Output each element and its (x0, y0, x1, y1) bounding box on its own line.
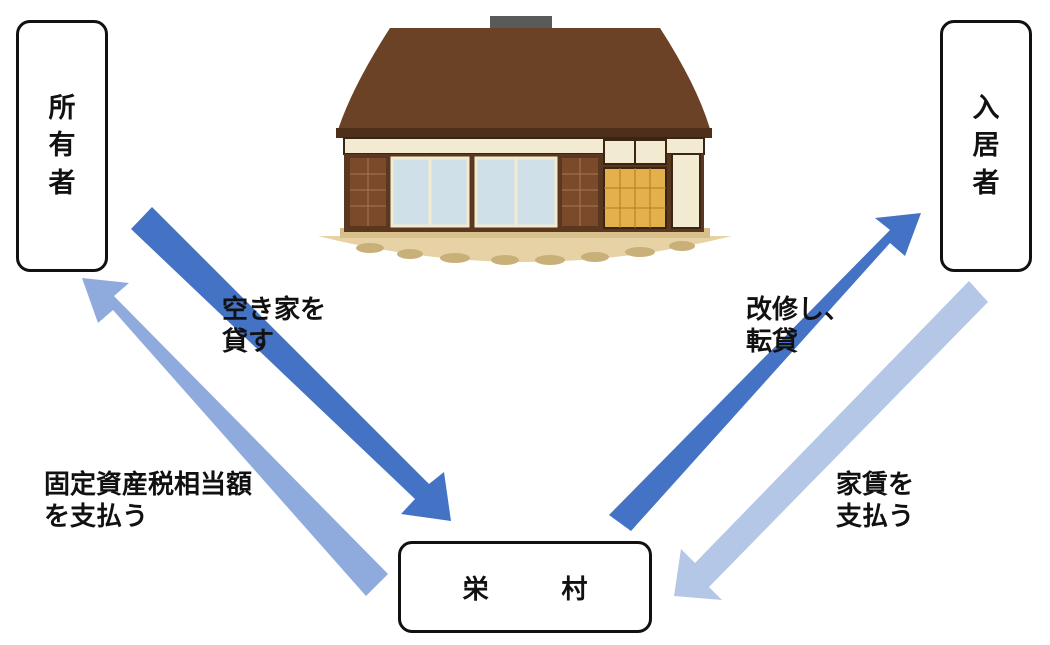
owner-label: 所 有 者 (48, 93, 76, 199)
label-pay-rent: 家賃を 支払う (836, 470, 915, 532)
arrow-village-to-owner (82, 278, 388, 596)
arrow-owner-to-village (131, 207, 451, 521)
arrow-village-to-resident (609, 213, 921, 531)
village-box: 栄 村 (398, 541, 652, 633)
owner-box: 所 有 者 (16, 20, 108, 272)
label-lend-vacant-house: 空き家を 貸す (222, 295, 327, 357)
resident-box: 入 居 者 (940, 20, 1032, 272)
house-illustration (318, 16, 732, 265)
label-renovate-sublet: 改修し、 転貸 (746, 295, 851, 357)
village-label: 栄 村 (462, 574, 611, 605)
resident-label: 入 居 者 (972, 93, 1000, 199)
arrow-resident-to-village (674, 281, 988, 600)
label-pay-property-tax: 固定資産税相当額 を支払う (44, 470, 253, 532)
